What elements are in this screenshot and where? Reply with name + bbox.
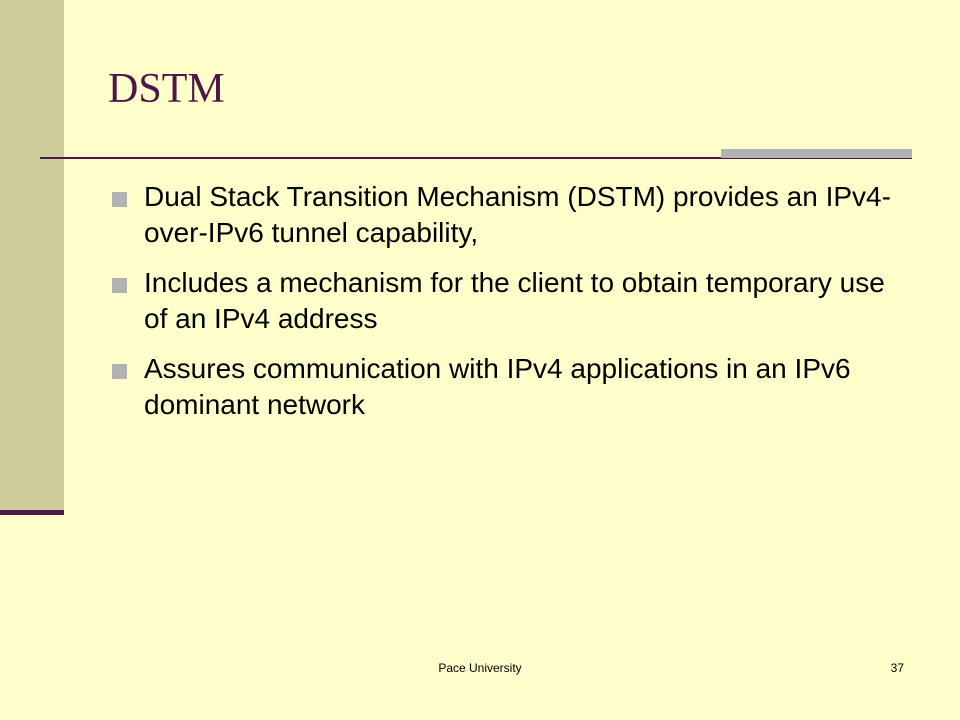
slide-title: DSTM [108,66,225,112]
square-bullet-icon [112,192,127,207]
slide-number: 37 [890,661,904,675]
square-bullet-icon [112,364,127,379]
side-bar [0,0,64,510]
footer-text: Pace University [438,661,522,675]
bullet-list: Dual Stack Transition Mechanism (DSTM) p… [108,179,908,437]
bullet-item: Includes a mechanism for the client to o… [108,265,908,337]
bullet-text: Includes a mechanism for the client to o… [144,267,885,334]
side-bar-foot-line [0,510,64,515]
bullet-item: Dual Stack Transition Mechanism (DSTM) p… [108,179,908,251]
bullet-text: Assures communication with IPv4 applicat… [144,353,851,420]
title-underline-accent [721,149,912,158]
bullet-text: Dual Stack Transition Mechanism (DSTM) p… [144,181,891,248]
bullet-item: Assures communication with IPv4 applicat… [108,351,908,423]
title-underline [40,157,912,159]
square-bullet-icon [112,278,127,293]
